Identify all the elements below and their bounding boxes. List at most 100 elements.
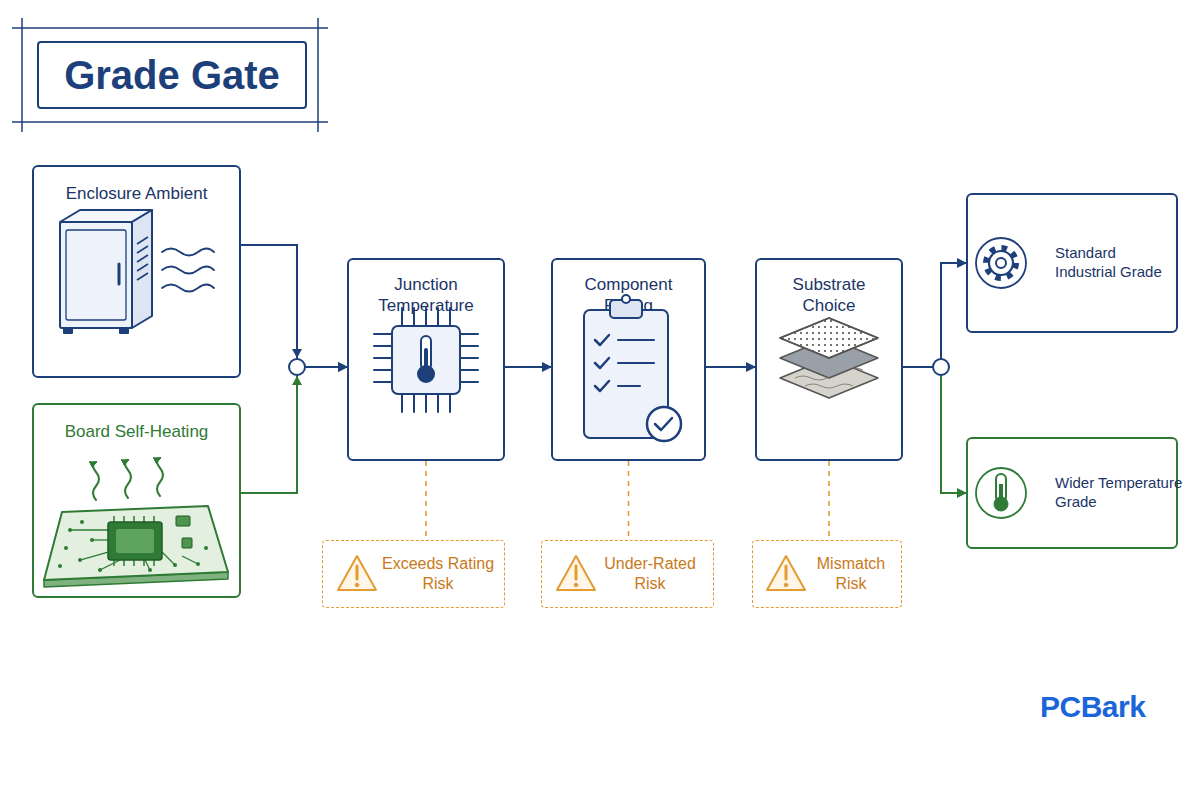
flow-junction: [933, 359, 949, 375]
heat-arrows: [125, 460, 131, 498]
pcb-illustration: [143, 516, 145, 522]
pcb-illustration: [58, 564, 62, 568]
pcb-illustration: [148, 568, 152, 572]
process-box: Board Self-Heating: [32, 403, 241, 598]
pcb-illustration: [70, 530, 198, 570]
pcb-illustration: [68, 528, 72, 532]
heat-arrows: [157, 458, 163, 496]
brand-watermark: PCBark: [1040, 690, 1145, 724]
pcb-illustration: [90, 538, 94, 542]
clipboard-icon: [618, 362, 654, 364]
pcb-illustration: [153, 516, 155, 522]
node-text: Enclosure Ambient: [34, 183, 239, 204]
cabinet-icon: [137, 237, 148, 244]
process-box: Standard Industrial Grade: [966, 193, 1178, 333]
title-frame: [38, 42, 306, 108]
title-frame: [12, 27, 328, 29]
node-text: Junction Temperature: [366, 274, 486, 317]
chip-icon: [392, 326, 460, 394]
cabinet-icon: [120, 328, 128, 333]
pcb-illustration: [173, 563, 177, 567]
substrate-layers: [780, 338, 878, 378]
pcb-illustration: [116, 529, 154, 553]
gear-icon: [976, 238, 1026, 288]
pcb-illustration: [182, 538, 192, 548]
airflow-waves: [162, 249, 214, 292]
warning-icon: [575, 566, 578, 579]
flow-junction: [289, 359, 305, 375]
flow-connector: [241, 245, 347, 367]
chip-icon: [424, 350, 428, 372]
substrate-layers: [780, 358, 878, 398]
gear-icon: [996, 258, 1006, 268]
airflow-waves: [162, 267, 214, 274]
heat-arrows: [93, 462, 99, 500]
node-text: Component Rating: [563, 274, 694, 317]
cabinet-icon: [118, 264, 121, 284]
flow-junction: [292, 376, 302, 385]
flow-connector: [706, 366, 755, 368]
warning-icon: [338, 556, 376, 590]
cabinet-icon: [137, 273, 148, 280]
cabinet-icon: [60, 210, 152, 333]
chip-icon: [418, 366, 434, 382]
pcb-illustration: [70, 529, 108, 530]
flow-junction: [292, 349, 302, 358]
airflow-waves: [162, 285, 214, 292]
connector-layer: [241, 245, 966, 540]
pcb-illustration: [44, 506, 228, 587]
diagram-title: Grade Gate: [38, 53, 306, 97]
process-box: Wider Temperature Grade: [966, 437, 1178, 549]
thermometer-icon: [976, 468, 1026, 518]
thermometer-icon: [976, 468, 1026, 518]
process-box: Component Rating: [551, 258, 706, 461]
title-frame: [317, 18, 319, 132]
pcb-illustration: [98, 568, 102, 572]
cabinet-icon: [137, 264, 148, 271]
node-text: Wider Temperature Grade: [1055, 474, 1190, 512]
gear-icon: [976, 238, 1026, 288]
cabinet-icon: [137, 246, 148, 253]
pcb-illustration: [80, 520, 84, 524]
pcb-illustration: [196, 562, 200, 566]
warning-icon: [356, 566, 359, 579]
pcb-illustration: [143, 560, 145, 566]
process-box: Substrate Choice: [755, 258, 903, 461]
node-text: Under-Rated Risk: [600, 554, 700, 594]
clipboard-icon: [595, 358, 609, 368]
node-text: Board Self-Heating: [34, 421, 239, 442]
thermometer-icon: [996, 474, 1006, 502]
pcb-illustration: [78, 558, 82, 562]
heat-arrows: [93, 458, 163, 500]
pcb-illustration: [100, 560, 120, 570]
pcb-illustration: [113, 516, 115, 522]
pcb-illustration: [44, 572, 228, 587]
substrate-layers: [780, 318, 878, 398]
title-frame: [21, 18, 23, 132]
node-text: Standard Industrial Grade: [1055, 244, 1170, 282]
warning-icon: [557, 556, 595, 590]
cabinet-icon: [64, 328, 72, 333]
pcb-illustration: [92, 539, 108, 540]
pcb-illustration: [204, 546, 208, 550]
warning-icon: [784, 583, 788, 587]
chip-icon: [402, 394, 450, 412]
process-box: Enclosure Ambient: [32, 165, 241, 378]
flow-connector: [505, 366, 551, 368]
clipboard-icon: [595, 335, 609, 345]
node-text: Substrate Choice: [764, 274, 894, 317]
thermometer-icon: [999, 484, 1003, 502]
warning-icon: [574, 583, 578, 587]
node-text: Mismatch Risk: [809, 554, 893, 594]
substrate-layers: [780, 318, 878, 358]
pcb-illustration: [162, 552, 175, 565]
risk-callout: Under-Rated Risk: [541, 540, 714, 608]
pcb-illustration: [80, 552, 108, 560]
chip-icon: [421, 336, 431, 370]
dashed-leader: [828, 461, 830, 540]
cabinet-icon: [60, 222, 132, 328]
pcb-illustration: [145, 560, 150, 570]
flow-connector: [241, 367, 347, 493]
node-text: Exceeds Rating Risk: [379, 554, 497, 594]
pcb-illustration: [114, 516, 154, 566]
